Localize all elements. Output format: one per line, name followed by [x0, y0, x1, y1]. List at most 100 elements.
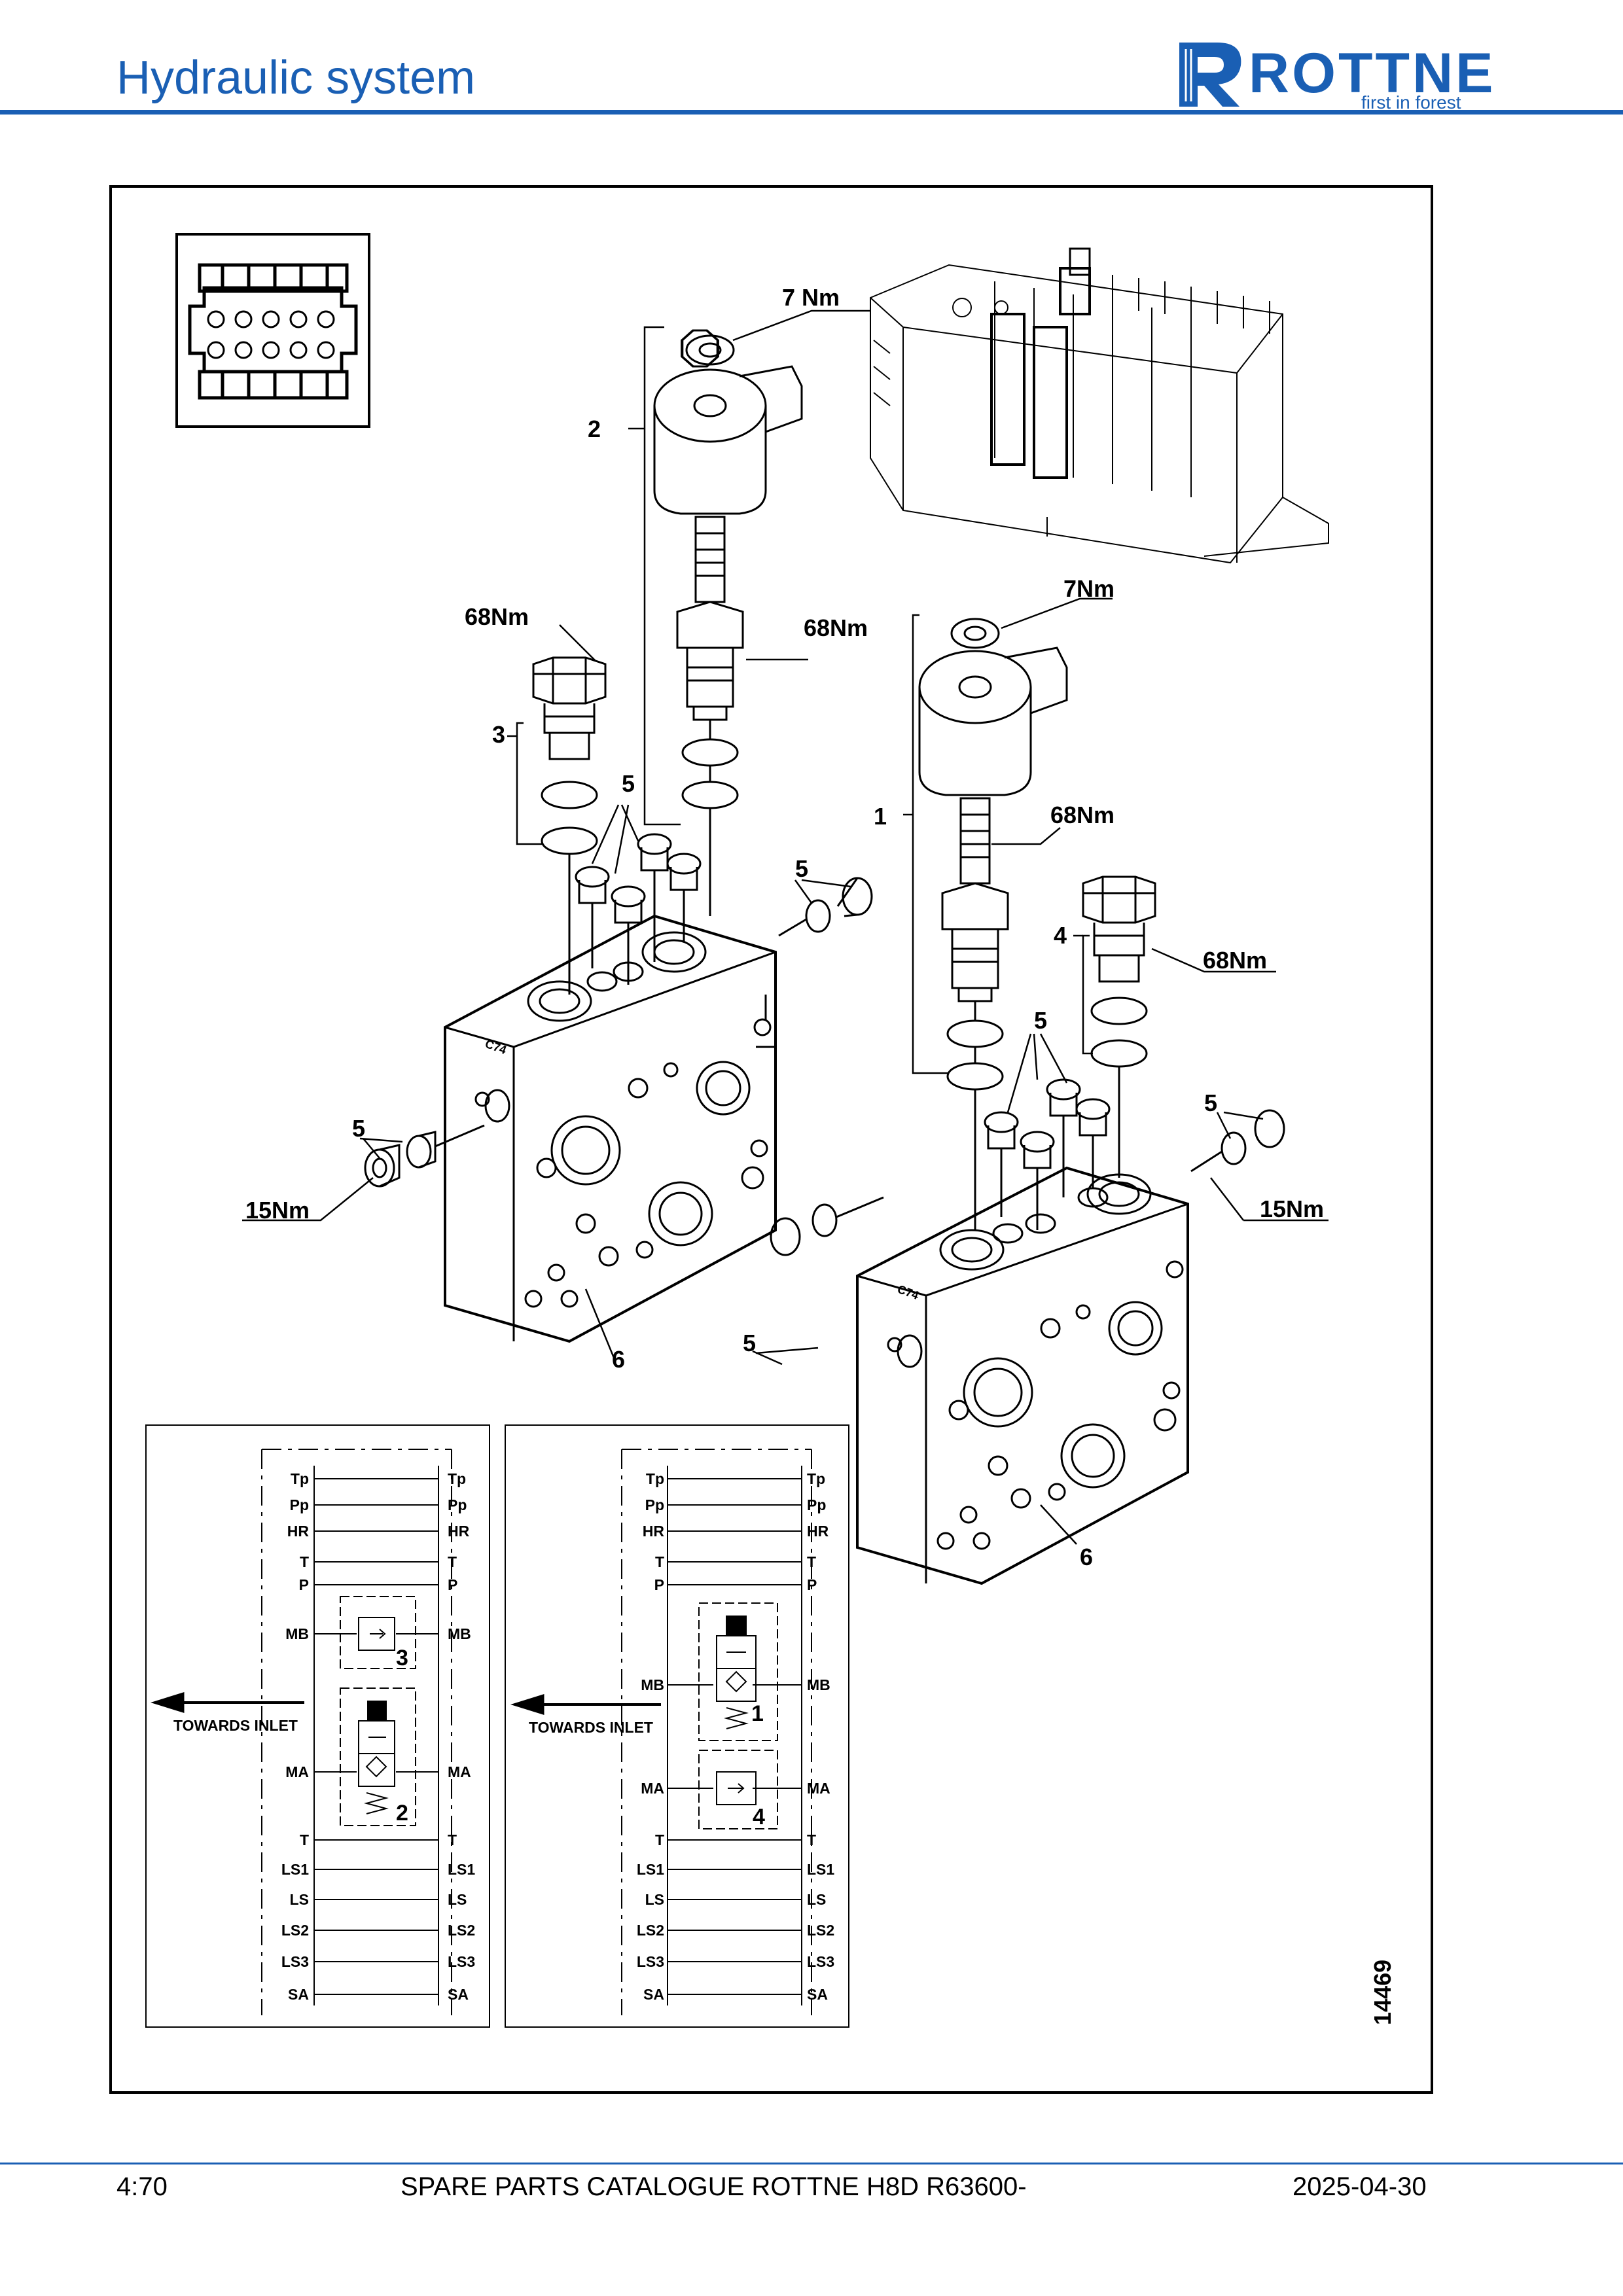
- footer-rule: [0, 2163, 1623, 2164]
- left-port-ls-label: LS: [290, 1891, 309, 1908]
- valve-block-right: [856, 1166, 1189, 1585]
- relief-valve-4: [1082, 875, 1156, 1178]
- item-number-5-right-top: 5: [1034, 1007, 1047, 1034]
- item-number-6-left: 6: [612, 1346, 625, 1373]
- left-port-t2-label-r: T: [448, 1831, 457, 1848]
- left-port-t2-label: T: [300, 1831, 309, 1848]
- plugs-left-top: [575, 833, 702, 985]
- right-port-ls-label: LS: [645, 1891, 664, 1908]
- item-number-1: 1: [874, 803, 887, 830]
- left-towards-inlet-label: TOWARDS INLET: [173, 1717, 298, 1734]
- drawing-number: 14469: [1369, 1960, 1396, 2025]
- right-port-ls2-label-r: LS2: [807, 1922, 834, 1939]
- left-port-tp-label-r: Tp: [448, 1470, 466, 1487]
- left-port-p-label: P: [299, 1576, 309, 1593]
- left-valve-number-3: 3: [396, 1646, 408, 1670]
- left-port-tp-label: Tp: [291, 1470, 309, 1487]
- rottne-r-emblem-icon: [1179, 43, 1241, 107]
- plugs-right-top: [984, 1078, 1285, 1230]
- right-port-pp-label: Pp: [645, 1496, 664, 1513]
- schematic-valve-2: [340, 1687, 416, 1826]
- left-port-sa-label-r: SA: [448, 1986, 469, 2003]
- left-port-mb-label-r: MB: [448, 1625, 471, 1642]
- page-number: 4:70: [116, 2172, 168, 2201]
- solenoid-valve-1: [918, 618, 1068, 1230]
- left-port-ls2-label: LS2: [281, 1922, 309, 1939]
- left-port-hr-label: HR: [287, 1523, 310, 1540]
- rottne-logo: ROTTNE first in forest: [1171, 36, 1512, 113]
- right-port-tp-label-r: Tp: [807, 1470, 825, 1487]
- right-port-sa-label: SA: [643, 1986, 664, 2003]
- right-port-mb-label-r: MB: [807, 1676, 830, 1693]
- right-port-pp-label-r: Pp: [807, 1496, 826, 1513]
- right-valve-number-4: 4: [753, 1805, 765, 1829]
- item-number-3: 3: [492, 721, 505, 748]
- left-port-pp-label-r: Pp: [448, 1496, 467, 1513]
- right-port-t2-label-r: T: [807, 1831, 816, 1848]
- left-port-p-label-r: P: [448, 1576, 457, 1593]
- torque-label-68nm-relief-right: 68Nm: [1203, 947, 1267, 974]
- item-number-2: 2: [588, 415, 601, 442]
- left-port-ls3-label-r: LS3: [448, 1953, 475, 1970]
- right-port-ls1-label: LS1: [637, 1861, 664, 1878]
- publication-date: 2025-04-30: [1293, 2172, 1427, 2201]
- right-port-tp-label: Tp: [646, 1470, 664, 1487]
- item-number-5-left-top: 5: [622, 770, 635, 797]
- right-port-sa-label-r: SA: [807, 1986, 828, 2003]
- right-port-ls1-label-r: LS1: [807, 1861, 834, 1878]
- torque-label-7nm-right: 7Nm: [1063, 575, 1115, 602]
- block-marking-left: C74: [484, 1037, 508, 1057]
- right-port-ls2-label: LS2: [637, 1922, 664, 1939]
- left-port-ls3-label: LS3: [281, 1953, 309, 1970]
- item-number-6-right: 6: [1080, 1544, 1093, 1570]
- right-valve-number-1: 1: [751, 1701, 764, 1726]
- left-port-t-label-r: T: [448, 1553, 457, 1570]
- schematic-valve-4: [698, 1750, 778, 1829]
- plugs-left-side: [364, 877, 884, 1256]
- item-number-5-right-side: 5: [1204, 1089, 1217, 1116]
- right-port-ma-label-r: MA: [807, 1780, 830, 1797]
- torque-label-7nm-top: 7 Nm: [782, 284, 840, 311]
- left-port-t-label: T: [300, 1553, 309, 1570]
- right-port-t-label: T: [655, 1553, 664, 1570]
- left-port-ls-label-r: LS: [448, 1891, 467, 1908]
- schematic-valve-1: [698, 1602, 778, 1741]
- right-port-hr-label-r: HR: [807, 1523, 829, 1540]
- torque-label-68nm-cartridge-left: 68Nm: [804, 614, 868, 641]
- left-port-ma-label-r: MA: [448, 1763, 471, 1780]
- header-rule: [0, 110, 1623, 115]
- left-port-ma-label: MA: [285, 1763, 309, 1780]
- schematic-diagrams: [145, 1424, 849, 2028]
- block-marking-right: C74: [896, 1282, 921, 1302]
- leader-lines: [242, 309, 1329, 1545]
- drawing-frame: [109, 185, 1433, 2094]
- connector-plug-icon: [175, 233, 370, 428]
- left-valve-number-2: 2: [396, 1801, 408, 1826]
- torque-label-15nm-left: 15Nm: [245, 1197, 310, 1224]
- item-number-4: 4: [1054, 922, 1067, 949]
- left-port-ls1-label-r: LS1: [448, 1861, 475, 1878]
- left-port-mb-label: MB: [285, 1625, 309, 1642]
- left-port-ls2-label-r: LS2: [448, 1922, 475, 1939]
- right-port-p-label: P: [654, 1576, 664, 1593]
- left-port-ls1-label: LS1: [281, 1861, 309, 1878]
- towards-inlet-arrow-left: [150, 1691, 304, 1714]
- right-port-ls3-label: LS3: [637, 1953, 664, 1970]
- brand-name: ROTTNE: [1249, 42, 1496, 105]
- page-title: Hydraulic system: [116, 52, 476, 104]
- right-port-ma-label: MA: [641, 1780, 664, 1797]
- relief-valve-3: [532, 656, 607, 995]
- item-number-5-left-end: 5: [352, 1115, 365, 1142]
- right-port-hr-label: HR: [643, 1523, 665, 1540]
- torque-label-15nm-right: 15Nm: [1260, 1195, 1324, 1222]
- catalogue-title: SPARE PARTS CATALOGUE ROTTNE H8D R63600-: [401, 2172, 1027, 2201]
- right-port-t2-label: T: [655, 1831, 664, 1848]
- left-port-sa-label: SA: [288, 1986, 309, 2003]
- item-number-5-right-end: 5: [743, 1330, 756, 1356]
- solenoid-valve-2: [653, 329, 803, 916]
- schematic-valve-3: [340, 1596, 416, 1669]
- right-port-t-label-r: T: [807, 1553, 816, 1570]
- right-port-ls-label-r: LS: [807, 1891, 826, 1908]
- right-port-mb-label: MB: [641, 1676, 664, 1693]
